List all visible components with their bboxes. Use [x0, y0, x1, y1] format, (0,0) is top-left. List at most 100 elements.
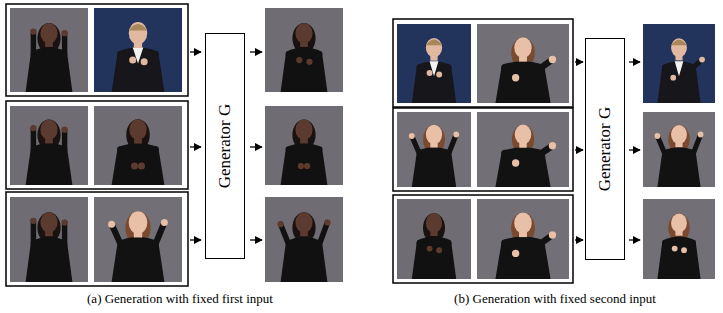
photo-background	[10, 8, 88, 92]
hand	[304, 163, 310, 169]
arm	[320, 223, 328, 244]
hand	[324, 219, 330, 225]
arm	[31, 128, 36, 149]
flow-arrow	[250, 51, 262, 52]
person-photo	[477, 199, 569, 279]
head	[40, 119, 57, 140]
flow-arrow	[629, 149, 640, 150]
hand	[453, 132, 459, 138]
head	[129, 211, 148, 233]
generator-label: Generator G	[215, 104, 235, 189]
person-photo	[397, 24, 471, 103]
flow-arrow	[250, 146, 262, 147]
hand	[131, 163, 138, 170]
hand	[427, 246, 433, 252]
hand	[655, 133, 661, 139]
head	[671, 125, 687, 144]
photo-background	[94, 106, 182, 185]
photo-background	[265, 8, 343, 92]
arm	[62, 223, 67, 244]
shirt	[675, 61, 684, 76]
hand	[296, 57, 302, 63]
person-photo	[265, 106, 343, 185]
torso	[412, 237, 456, 279]
person-photo	[10, 8, 88, 92]
head	[671, 213, 687, 232]
pair-frame	[6, 4, 188, 96]
head	[426, 38, 442, 58]
hair	[671, 40, 687, 46]
hand	[30, 218, 36, 224]
pair-frame	[393, 108, 573, 191]
hand	[306, 59, 312, 65]
pair-frame	[6, 192, 188, 286]
photo-background	[397, 199, 471, 279]
person-photo	[265, 8, 343, 92]
photo-background	[477, 199, 569, 279]
head	[426, 125, 442, 145]
photo-background	[94, 197, 182, 282]
photo-background	[265, 197, 343, 282]
torso	[112, 47, 165, 92]
photo-background	[397, 24, 471, 103]
torso	[281, 47, 328, 92]
flow-arrow	[250, 239, 262, 240]
person-photo	[94, 106, 182, 185]
hand	[698, 132, 704, 138]
arm	[62, 33, 67, 54]
flow-arrow	[575, 149, 583, 150]
hand	[436, 247, 442, 253]
flow-arrow	[190, 146, 201, 147]
generator-box: Generator G	[585, 38, 625, 260]
generator-label: Generator G	[595, 107, 615, 192]
arm	[449, 135, 456, 154]
hand	[409, 133, 415, 139]
hair	[129, 24, 147, 30]
head	[515, 125, 532, 145]
head	[426, 213, 442, 233]
arm	[31, 221, 36, 244]
arm	[31, 32, 36, 55]
hand	[436, 72, 442, 78]
person-photo	[265, 197, 343, 282]
person-photo	[10, 106, 88, 185]
person-photo	[477, 112, 569, 187]
person-photo	[397, 112, 471, 187]
flow-arrow	[190, 239, 201, 240]
hand	[298, 163, 304, 169]
hand	[61, 30, 67, 36]
pair-frame	[393, 195, 573, 283]
torso	[412, 61, 456, 103]
hand	[129, 57, 136, 64]
hand	[512, 250, 519, 257]
photo-background	[643, 199, 715, 279]
hand	[61, 219, 67, 225]
photo-background	[477, 112, 569, 187]
person-photo	[643, 112, 715, 187]
hair	[426, 40, 442, 46]
head	[295, 119, 312, 140]
hand	[672, 246, 678, 252]
head	[129, 119, 146, 140]
photo-background	[643, 112, 715, 187]
person-photo	[643, 24, 715, 103]
pair-frames	[6, 4, 573, 286]
hand	[277, 221, 283, 227]
hand	[681, 247, 687, 253]
head	[671, 38, 687, 57]
hand	[549, 56, 556, 63]
hand	[61, 127, 67, 133]
head	[295, 212, 312, 233]
photo-background	[265, 106, 343, 185]
flow-arrow	[575, 239, 583, 240]
photo-background	[643, 24, 715, 103]
flow-arrow	[629, 239, 640, 240]
person-photo	[94, 197, 182, 282]
panel-caption: (b) Generation with fixed second input	[454, 291, 656, 307]
torso	[112, 143, 165, 185]
photo-background	[94, 8, 182, 92]
person-photo	[643, 199, 715, 279]
hand	[512, 159, 519, 166]
flow-arrow	[629, 61, 640, 62]
